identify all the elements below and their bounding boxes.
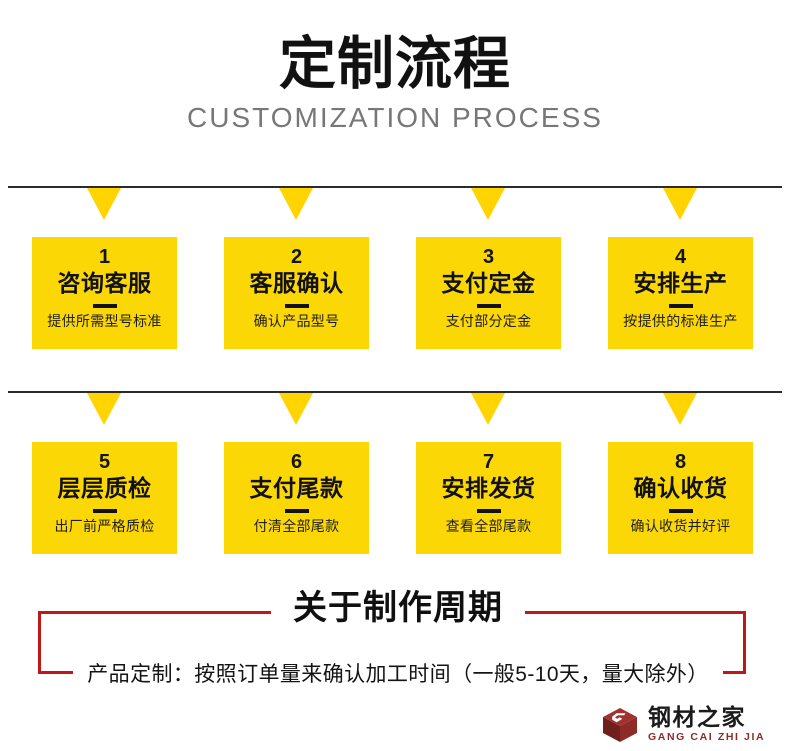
step-box-5[interactable]: 5 层层质检 出厂前严格质检 [32, 442, 177, 554]
step-number: 5 [98, 451, 111, 473]
step-box-3[interactable]: 3 支付定金 支付部分定金 [416, 237, 561, 349]
step-description: 查看全部尾款 [445, 517, 532, 534]
step-divider-rule [668, 508, 693, 513]
row-2-connector-line [8, 391, 782, 393]
arrow-down-icon-4 [663, 188, 697, 220]
brand-name-en: GANG CAI ZHI JIA [648, 731, 766, 744]
step-title: 支付尾款 [249, 475, 344, 501]
brand-logo: 钢材之家 GANG CAI ZHI JIA [600, 703, 780, 747]
process-boxes-row-2: 5 层层质检 出厂前严格质检 6 支付尾款 付清全部尾款 7 安排发货 查看全部… [0, 442, 790, 554]
step-number: 3 [482, 246, 495, 268]
note-body-wrap: 产品定制：按照订单量来确认加工时间（一般5-10天，量大除外） [3, 660, 790, 688]
step-number: 8 [674, 451, 687, 473]
note-body-text: 产品定制：按照订单量来确认加工时间（一般5-10天，量大除外） [73, 660, 723, 688]
step-title: 安排发货 [441, 475, 536, 501]
step-divider-rule [92, 303, 117, 308]
step-number: 6 [290, 451, 303, 473]
step-divider-rule [284, 508, 309, 513]
page-header: 定制流程 CUSTOMIZATION PROCESS [0, 32, 790, 134]
step-title: 客服确认 [249, 270, 344, 296]
step-box-1[interactable]: 1 咨询客服 提供所需型号标准 [32, 237, 177, 349]
process-boxes-row-1: 1 咨询客服 提供所需型号标准 2 客服确认 确认产品型号 3 支付定金 支付部… [0, 237, 790, 349]
step-divider-rule [476, 508, 501, 513]
brand-logo-text: 钢材之家 GANG CAI ZHI JIA [648, 705, 765, 745]
step-divider-rule [476, 303, 501, 308]
step-description: 出厂前严格质检 [54, 517, 155, 534]
arrow-down-icon-3 [471, 188, 505, 220]
brand-name-cn: 钢材之家 [648, 704, 746, 731]
step-description: 确认产品型号 [253, 312, 340, 329]
step-title: 层层质检 [57, 475, 152, 501]
step-box-8[interactable]: 8 确认收货 确认收货并好评 [608, 442, 753, 554]
step-description: 支付部分定金 [445, 312, 532, 329]
step-box-7[interactable]: 7 安排发货 查看全部尾款 [416, 442, 561, 554]
step-number: 1 [98, 246, 111, 268]
arrow-down-icon-2 [279, 188, 313, 220]
step-description: 提供所需型号标准 [47, 312, 162, 329]
step-number: 4 [674, 246, 687, 268]
step-number: 2 [290, 246, 303, 268]
note-title: 关于制作周期 [271, 587, 525, 630]
step-title: 确认收货 [633, 475, 728, 501]
step-description: 按提供的标准生产 [623, 312, 738, 329]
step-title: 支付定金 [441, 270, 536, 296]
note-title-wrap: 关于制作周期 [3, 587, 790, 630]
step-divider-rule [92, 508, 117, 513]
step-description: 付清全部尾款 [253, 517, 340, 534]
step-description: 确认收货并好评 [630, 517, 731, 534]
cube-logo-icon [603, 708, 637, 742]
page-subtitle: CUSTOMIZATION PROCESS [187, 101, 603, 133]
production-cycle-note: 关于制作周期 产品定制：按照订单量来确认加工时间（一般5-10天，量大除外） [38, 587, 746, 688]
step-title: 安排生产 [633, 270, 728, 296]
arrow-down-icon-7 [471, 393, 505, 425]
step-title: 咨询客服 [57, 270, 152, 296]
arrow-down-icon-6 [279, 393, 313, 425]
step-number: 7 [482, 451, 495, 473]
arrow-down-icon-1 [87, 188, 121, 220]
page-title: 定制流程 [279, 32, 511, 96]
arrow-down-icon-5 [87, 393, 121, 425]
arrow-down-icon-8 [663, 393, 697, 425]
step-box-6[interactable]: 6 支付尾款 付清全部尾款 [224, 442, 369, 554]
step-box-2[interactable]: 2 客服确认 确认产品型号 [224, 237, 369, 349]
step-divider-rule [668, 303, 693, 308]
step-divider-rule [284, 303, 309, 308]
step-box-4[interactable]: 4 安排生产 按提供的标准生产 [608, 237, 753, 349]
row-1-connector-line [8, 186, 782, 188]
